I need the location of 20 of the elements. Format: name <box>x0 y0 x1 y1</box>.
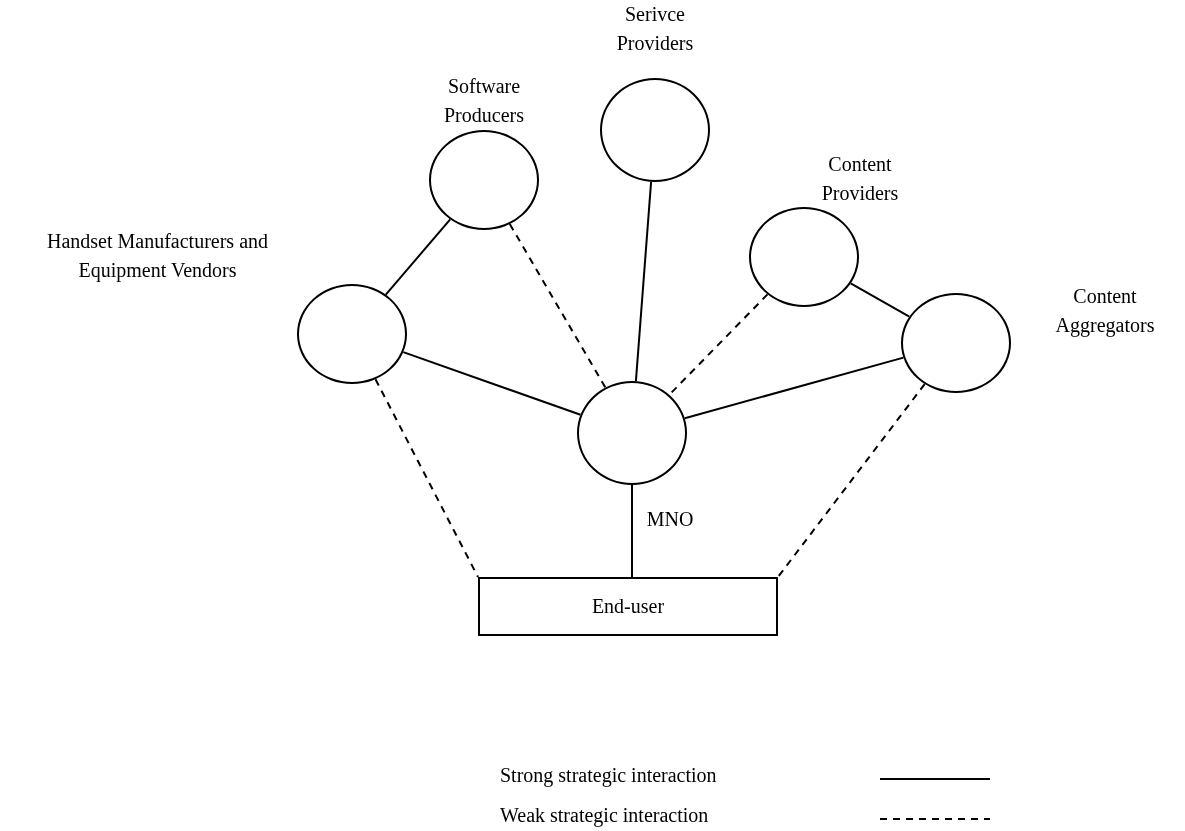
legend-label: Strong strategic interaction <box>500 764 717 787</box>
dashed-connector <box>668 293 769 396</box>
dashed-connector <box>508 223 607 389</box>
connector-line <box>634 180 653 383</box>
dashed-connector <box>777 383 926 578</box>
connector-line <box>849 282 911 318</box>
connector-line <box>631 484 633 578</box>
node-label: MNO <box>645 507 695 532</box>
connector-line <box>683 356 905 420</box>
node-label: End-user <box>591 595 665 618</box>
end-user-box <box>478 577 778 636</box>
node-label: Serivce Providers <box>615 2 695 56</box>
node-label: Handset Manufacturers and Equipment Vendors <box>46 229 269 284</box>
node-label: Content Aggregators <box>1054 284 1156 339</box>
legend-label: Weak strategic interaction <box>500 804 709 827</box>
connector-line <box>384 218 452 296</box>
connector-line <box>402 351 582 416</box>
node-label: Content Providers <box>820 152 900 206</box>
node-label: Software Producers <box>443 74 525 128</box>
dashed-connector <box>374 378 479 578</box>
